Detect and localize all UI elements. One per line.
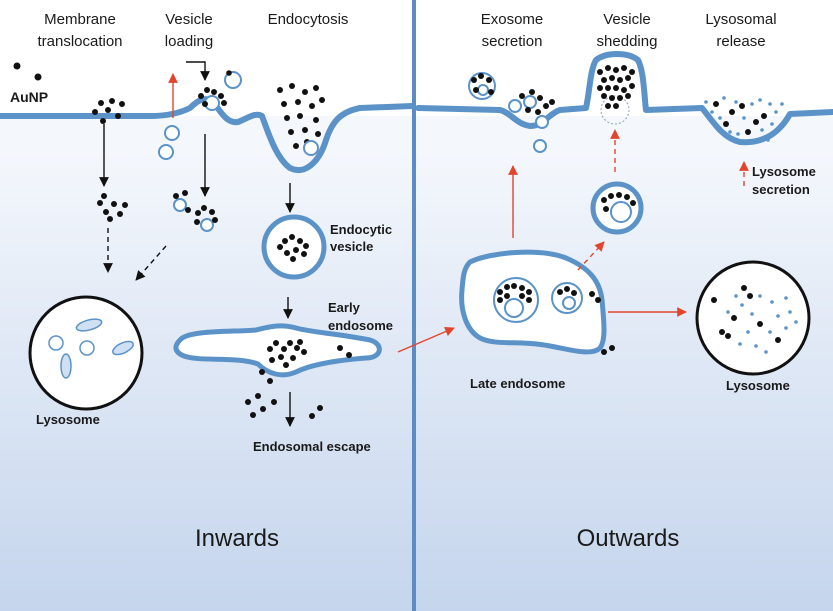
label-outwards: Outwards (577, 525, 680, 552)
label-vesicle-loading-2: loading (165, 33, 213, 50)
endocytic-vesicle-cargo (277, 234, 309, 262)
label-late-endosome: Late endosome (470, 376, 565, 391)
late-endosome-free-nanoparticles (589, 291, 615, 355)
lysosome-right (695, 260, 811, 376)
exosome-secretion-group (468, 72, 555, 153)
dashed-arrow-to-lysosome-2 (135, 245, 167, 281)
label-vesicle-loading-1: Vesicle (165, 11, 213, 28)
early-endosome-cargo (267, 339, 307, 368)
translocating-nanoparticles (92, 98, 125, 124)
label-early-endosome-2: endosome (328, 318, 393, 333)
label-aunp: AuNP (10, 89, 48, 105)
label-endocytosis: Endocytosis (268, 11, 349, 28)
label-lysosomal-release-1: Lysosomal (705, 11, 776, 28)
vesicle-entry-arrow (186, 61, 210, 81)
cytosolic-nanoparticles (97, 193, 128, 222)
label-lysosomal-release-2: release (716, 33, 765, 50)
label-exosome-secretion-1: Exosome (481, 11, 544, 28)
label-exosome-secretion-2: secretion (482, 33, 543, 50)
pit-vesicle (303, 140, 319, 156)
lysosome-right-contents (711, 285, 798, 354)
lysosome-left-contents (48, 318, 134, 379)
label-lysosome-right: Lysosome (726, 378, 790, 393)
lysosomal-release-contents (704, 96, 784, 142)
loaded-vesicles-cytosol (173, 190, 218, 232)
shedding-bud-outline (600, 95, 630, 125)
label-endocytic-vesicle-1: Endocytic (330, 222, 392, 237)
incoming-vesicle (224, 71, 242, 89)
outgoing-vesicle-2 (158, 144, 174, 160)
label-membrane-translocation-2: translocation (37, 33, 122, 50)
label-lysosome-secretion-2: secretion (752, 182, 810, 197)
free-nanoparticles (13, 62, 42, 81)
label-lysosome-left: Lysosome (36, 412, 100, 427)
label-endosomal-escape: Endosomal escape (253, 439, 371, 454)
label-endocytic-vesicle-2: vesicle (330, 239, 373, 254)
shedding-nanoparticles (597, 65, 635, 109)
early-endosome (173, 323, 382, 378)
panel-divider (412, 0, 416, 611)
plasma-membrane-right (415, 51, 833, 146)
mvb-small-cargo (601, 192, 636, 212)
late-to-mvb-arrow (577, 241, 605, 271)
escaping-nanoparticles (245, 345, 352, 419)
plasma-membrane-left (0, 96, 415, 173)
label-inwards: Inwards (195, 525, 279, 552)
label-early-endosome-1: Early (328, 300, 361, 315)
label-vesicle-shedding-1: Vesicle (603, 11, 651, 28)
outgoing-vesicle-1 (164, 125, 180, 141)
endocytic-vesicle (261, 214, 327, 280)
late-endosome-ilv-small-cargo (557, 286, 577, 296)
label-membrane-translocation-1: Membrane (44, 11, 116, 28)
label-vesicle-shedding-2: shedding (597, 33, 658, 50)
early-to-late-arrow (397, 326, 455, 353)
loading-vesicle-cluster (198, 87, 227, 111)
late-endosome-ilv-large-cargo (497, 283, 532, 303)
label-lysosome-secretion-1: Lysosome (752, 164, 816, 179)
